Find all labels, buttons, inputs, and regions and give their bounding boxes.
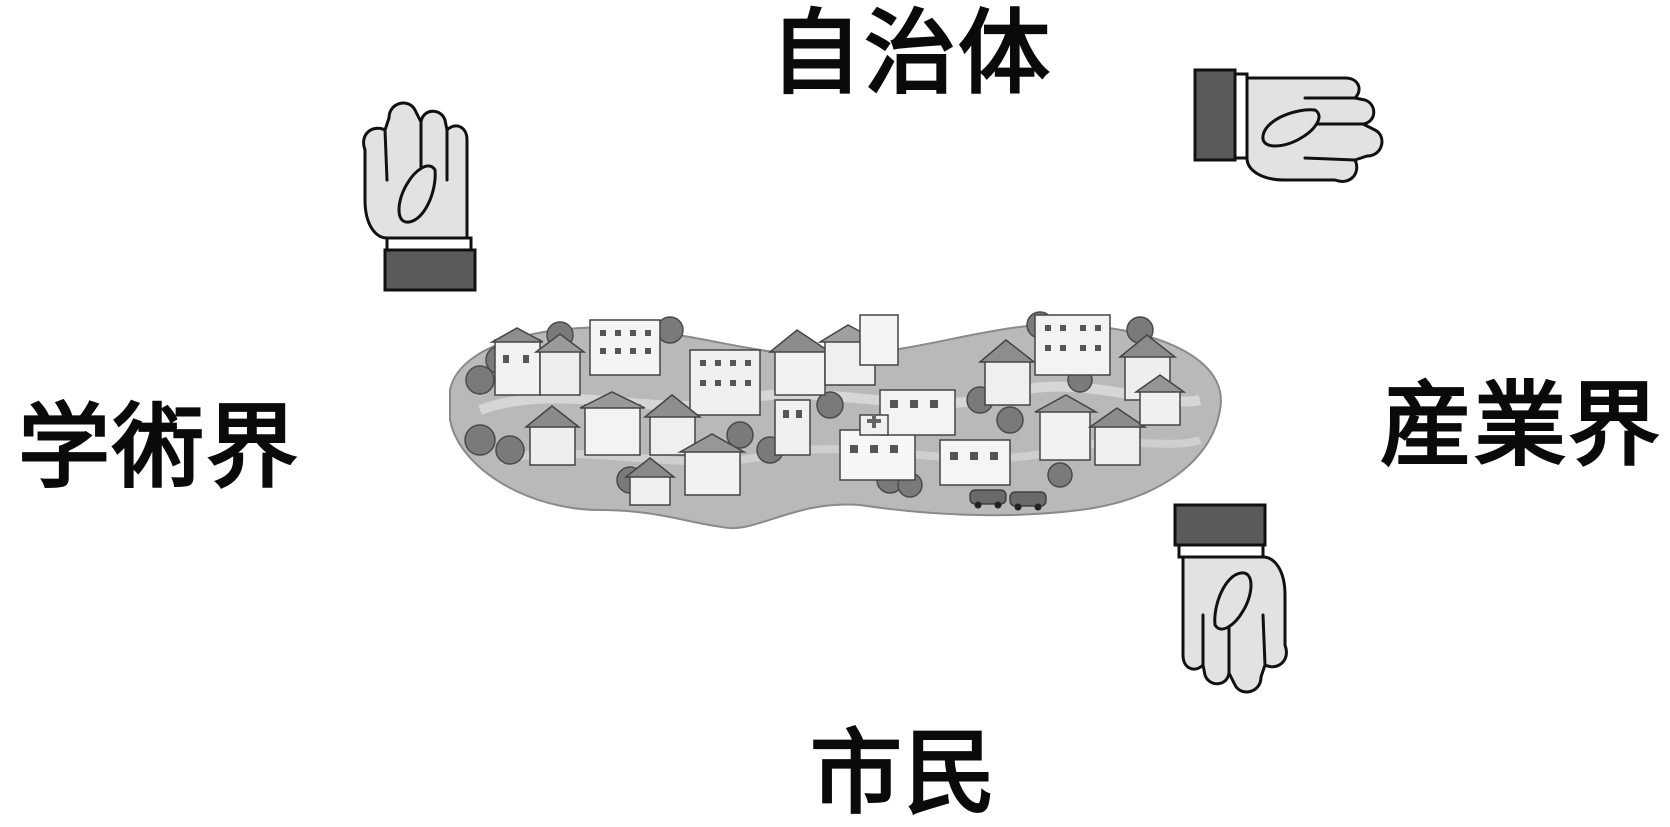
label-citizens: 市民 — [810, 720, 999, 827]
label-industry: 産業界 — [1380, 372, 1663, 479]
label-municipality: 自治体 — [770, 0, 1053, 107]
handshake-hand-icon — [1193, 68, 1384, 183]
handshake-hand-icon — [362, 101, 477, 292]
label-academia: 学術界 — [18, 394, 301, 501]
handshake-hand-icon — [541, 530, 550, 687]
town-illustration — [449, 311, 1222, 530]
